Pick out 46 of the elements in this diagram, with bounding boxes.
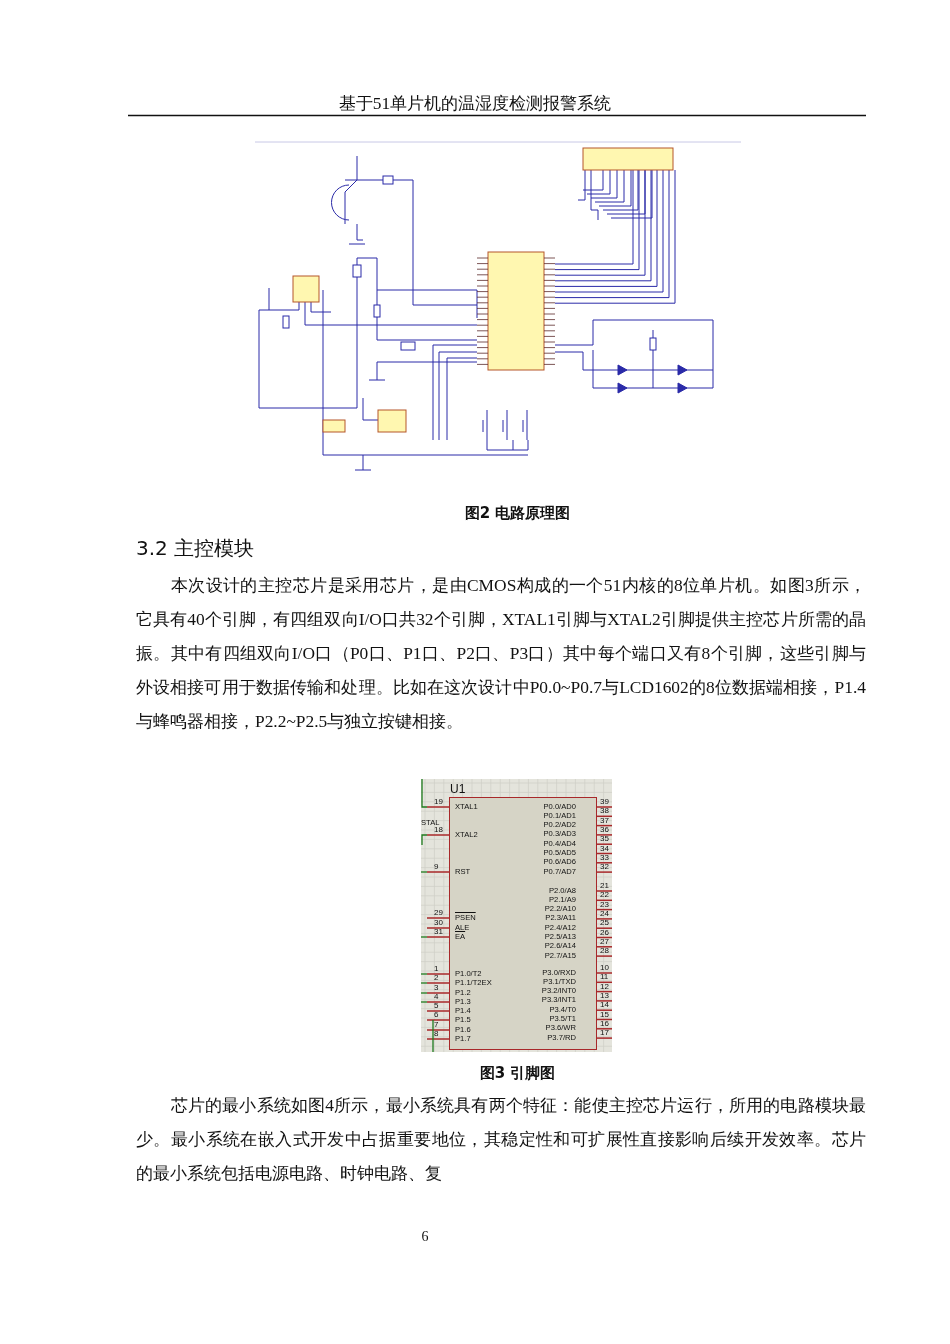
pin-number: 37 (600, 815, 609, 825)
pin-number: 7 (434, 1020, 439, 1029)
running-header: 基于51单片机的温湿度检测报警系统 (337, 92, 613, 114)
pin-number: 14 (600, 1000, 609, 1010)
pin-number: 34 (600, 843, 609, 853)
figure-caption: 图2 电路原理图 (463, 503, 572, 523)
pin-number: 11 (600, 972, 609, 982)
body-paragraph: 芯片的最小系统如图4所示，最小系统具有两个特征：能使主控芯片运行，所用的电路模块最少。最小系统在嵌入式开发中占据重要地位，其稳定性和可扩展性直接影响后续开发效率。芯片的最小系统包括电源电路、时钟电路、复 (136, 1094, 866, 1185)
pin-number: 5 (434, 1001, 439, 1010)
pin-number: 35 (600, 834, 609, 844)
pin-number: 31 (434, 927, 443, 936)
section-heading: 3.2 主控模块 (136, 535, 255, 561)
pin-number: 12 (600, 981, 609, 991)
pin-number: 25 (600, 918, 609, 928)
pin-number: 10 (600, 963, 609, 972)
pin-number: 27 (600, 936, 609, 946)
pin-number: 4 (434, 992, 439, 1001)
pin-number: 8 (434, 1029, 439, 1038)
pin-number: 32 (600, 862, 609, 872)
pin-number: 1 (434, 964, 439, 973)
pin-number: 16 (600, 1018, 609, 1028)
page-number: 6 (420, 1228, 430, 1246)
pin-number: 29 (434, 908, 443, 917)
pin-number: 9 (434, 862, 439, 871)
pin-number: 21 (600, 881, 609, 890)
body-paragraph: 本次设计的主控芯片是采用芯片，是由CMOS构成的一个51内核的8位单片机。如图3所示，它具有40个引脚，有四组双向I/O口共32个引脚，XTAL1引脚与XTAL2引脚提供主控芯片所需的晶振。其中有四组双向I/O口（P0口、P1口、P2口、P3口）其中每个端口又有8个引脚，这些引脚与外设相接可用于数据传输和处理。比如在这次设计中P0.0~P0.7与LCD1602的8位数据端相接，P1.4与蜂鸣器相接，P2.2~P2.5与独立按键相接。 (136, 574, 866, 733)
pin-number: 3 (434, 983, 439, 992)
pin-number: 30 (434, 918, 443, 927)
pin-number: 17 (600, 1028, 609, 1038)
pin-number: 2 (434, 973, 439, 982)
pin-number: 26 (600, 927, 609, 937)
pin-number: 24 (600, 908, 609, 918)
chip-label: U1 (450, 782, 466, 796)
pin-number: 18 (434, 825, 443, 834)
pin-number: 13 (600, 990, 609, 1000)
pin-number: 28 (600, 946, 609, 956)
pin-number: 6 (434, 1010, 439, 1019)
pin-number: 19 (434, 797, 443, 806)
figure-caption: 图3 引脚图 (478, 1063, 557, 1083)
pin-number: 33 (600, 852, 609, 862)
pin-number: 23 (600, 899, 609, 909)
pin-number: 38 (600, 806, 609, 816)
pin-number: 15 (600, 1009, 609, 1019)
pin-number: 22 (600, 890, 609, 900)
pin-number: 39 (600, 797, 609, 806)
pin-number: 36 (600, 824, 609, 834)
